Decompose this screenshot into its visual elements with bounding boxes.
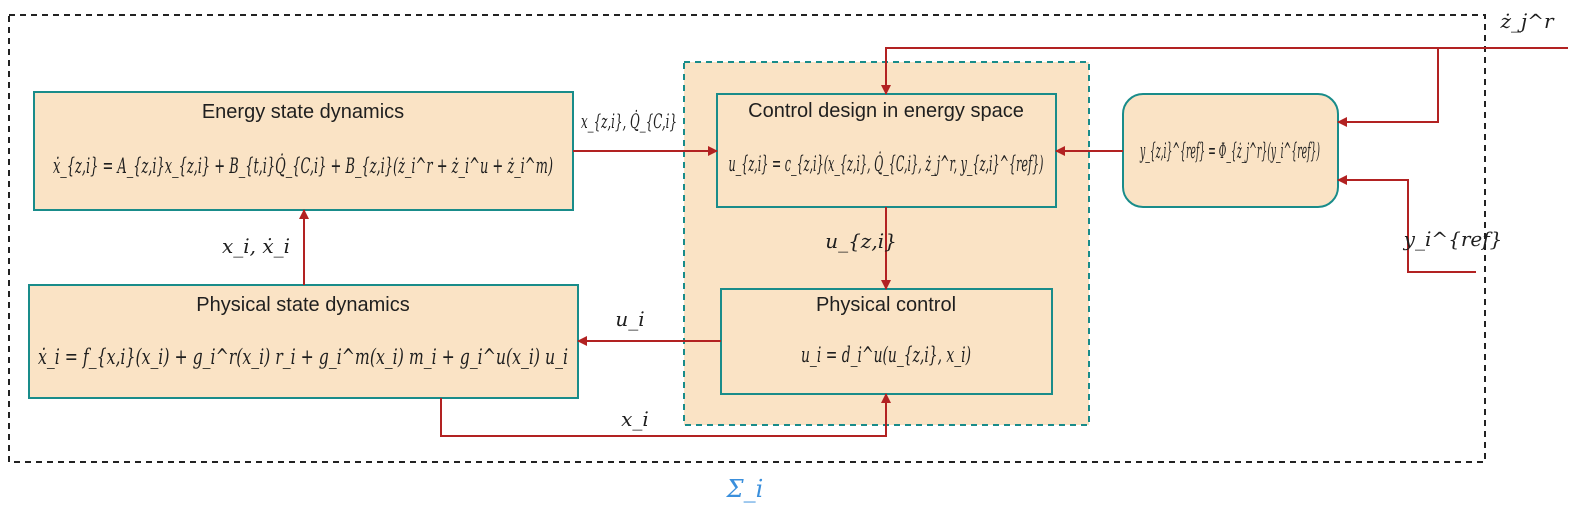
arrow-yref-to-reference: [1337, 175, 1476, 273]
arrow-zdot-to-control: [881, 47, 1568, 95]
arrow-xi-feedback: [440, 393, 891, 437]
reference-equation: y_{z,i}^{ref} = Φ_{ż_j^r}(y_i^{ref}): [1140, 139, 1320, 163]
signal-xz-qc: x_{z,i}, Q̇_{C,i}: [581, 109, 677, 133]
signal-y-i-ref: y_i^{ref}: [1403, 227, 1503, 251]
system-label: Σ_i: [726, 475, 764, 503]
physical-control-equation: u_i = d_i^u(u_{z,i}, x_i): [801, 343, 971, 367]
physical-state-equation: ẋ_i = f_{x,i}(x_i) + g_i^r(x_i) r_i + g_…: [38, 345, 568, 369]
signal-u-i: u_i: [615, 307, 644, 331]
physical-control-block: [720, 288, 1053, 395]
energy-state-title: Energy state dynamics: [202, 101, 404, 123]
signal-zdot-j-r: ż_j^r: [1499, 9, 1554, 33]
physical-control-title: Physical control: [816, 294, 956, 316]
signal-x-i: x_i: [621, 407, 649, 431]
energy-state-equation: ẋ_{z,i} = A_{z,i}x_{z,i} + B_{t,i}Q̇_{C,…: [53, 154, 553, 178]
control-design-title: Control design in energy space: [748, 100, 1024, 122]
signal-u-zi: u_{z,i}: [825, 229, 897, 253]
signal-x-xdot: x_i, ẋ_i: [222, 234, 290, 258]
physical-state-title: Physical state dynamics: [196, 294, 409, 316]
control-design-equation: u_{z,i} = c_{z,i}(x_{z,i}, Q̇_{C,i}, ż_j…: [729, 152, 1044, 176]
system-boundary: [8, 14, 1486, 463]
energy-state-block: [33, 91, 574, 211]
arrow-zdot-to-reference: [1337, 48, 1439, 127]
